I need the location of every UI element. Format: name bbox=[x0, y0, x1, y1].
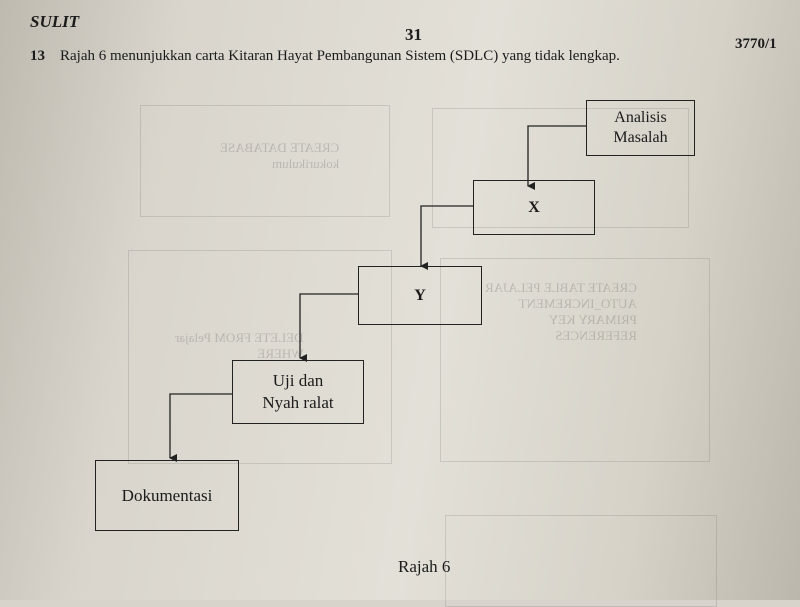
step-label-line: Nyah ralat bbox=[262, 393, 334, 412]
show-through-box bbox=[440, 258, 710, 462]
question-text: Rajah 6 menunjukkan carta Kitaran Hayat … bbox=[60, 48, 620, 64]
step-box-analisis-masalah: Analisis Masalah bbox=[586, 100, 695, 156]
step-box-x: X bbox=[473, 180, 595, 235]
show-through-box bbox=[140, 105, 390, 217]
paper-code: 3770/1 bbox=[735, 36, 777, 52]
arrow-y-to-uji bbox=[299, 293, 358, 362]
arrow-x-to-y bbox=[420, 205, 473, 270]
step-box-y: Y bbox=[358, 266, 482, 325]
arrow-uji-to-dokumentasi bbox=[169, 393, 232, 462]
step-label-line: Analisis bbox=[614, 109, 667, 126]
sulit-header: SULIT bbox=[30, 12, 80, 31]
step-label-line: X bbox=[528, 198, 540, 216]
page-number: 31 bbox=[405, 25, 422, 44]
step-label-line: Y bbox=[414, 286, 426, 304]
step-label-line: Dokumentasi bbox=[121, 485, 213, 505]
step-box-dokumentasi: Dokumentasi bbox=[95, 460, 239, 531]
show-through-box bbox=[432, 108, 689, 228]
question-number: 13 bbox=[30, 48, 45, 64]
figure-caption: Rajah 6 bbox=[398, 557, 451, 576]
step-box-uji-nyah-ralat: Uji dan Nyah ralat bbox=[232, 360, 364, 424]
arrow-analisis-to-x bbox=[527, 125, 586, 190]
show-through-box bbox=[128, 250, 392, 464]
step-label-line: Uji dan bbox=[272, 371, 324, 390]
step-label-line: Masalah bbox=[613, 129, 668, 146]
